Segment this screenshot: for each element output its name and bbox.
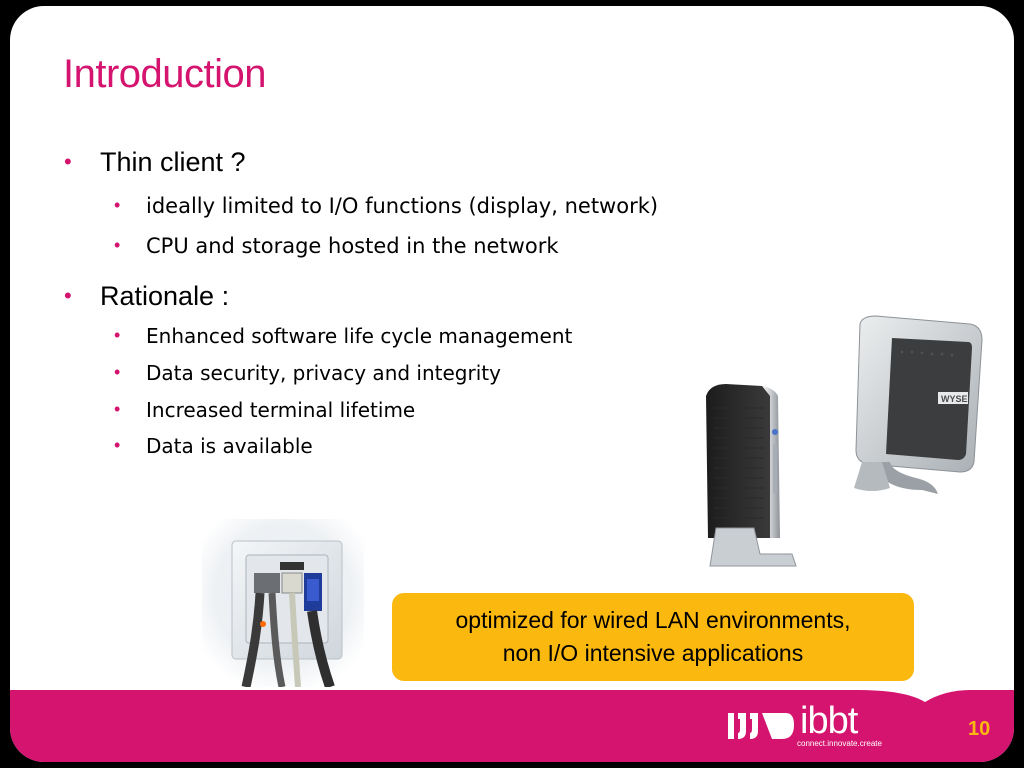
callout-box: optimized for wired LAN environments, no…	[392, 593, 914, 681]
sub-bullet: • Increased terminal lifetime	[114, 398, 416, 422]
bullet-dot: •	[114, 235, 121, 255]
sub-bullet-text: ideally limited to I/O functions (displa…	[146, 194, 659, 218]
slide-title: Introduction	[63, 52, 267, 96]
bullet-dot: •	[114, 435, 121, 455]
bullet-dot: •	[64, 283, 72, 308]
sub-bullet-text: Data security, privacy and integrity	[146, 361, 501, 385]
bullet-dot: •	[64, 149, 72, 174]
wall-socket-photo	[202, 519, 364, 687]
bullet-rationale: • Rationale :	[64, 281, 230, 312]
bullet-dot: •	[114, 195, 121, 215]
sub-bullet-text: CPU and storage hosted in the network	[146, 234, 559, 258]
thin-client-tower-photo	[706, 384, 797, 567]
bullet-dot: •	[114, 399, 121, 419]
svg-text:WYSE: WYSE	[941, 394, 968, 404]
bullet-text: Thin client ?	[100, 147, 246, 177]
sub-bullet-text: Data is available	[146, 434, 313, 458]
sub-bullet: • Data security, privacy and integrity	[114, 361, 501, 385]
sub-bullet: • Enhanced software life cycle managemen…	[114, 324, 573, 348]
sub-bullet: • Data is available	[114, 434, 313, 458]
bullet-text: Rationale :	[100, 281, 230, 311]
callout-line-1: optimized for wired LAN environments,	[455, 607, 851, 633]
bullet-dot: •	[114, 362, 121, 382]
page-number: 10	[968, 718, 991, 740]
footer-band	[10, 690, 1014, 762]
sub-bullet: • CPU and storage hosted in the network	[114, 234, 559, 258]
ibbt-logo-text: ibbt	[800, 700, 858, 742]
bullet-thin-client: • Thin client ?	[64, 147, 246, 178]
thin-client-wyse-photo: WYSE	[854, 315, 983, 494]
sub-bullet-text: Increased terminal lifetime	[146, 398, 416, 422]
bullet-dot: •	[114, 325, 121, 345]
ibbt-logo-mark-icon	[728, 713, 794, 739]
sub-bullet-text: Enhanced software life cycle management	[146, 324, 573, 348]
callout-line-2: non I/O intensive applications	[502, 640, 804, 666]
slide-card: Introduction • Thin client ? • ideally l…	[10, 6, 1014, 762]
sub-bullet: • ideally limited to I/O functions (disp…	[114, 194, 659, 218]
ibbt-logo-tagline: connect.innovate.create	[797, 739, 882, 748]
